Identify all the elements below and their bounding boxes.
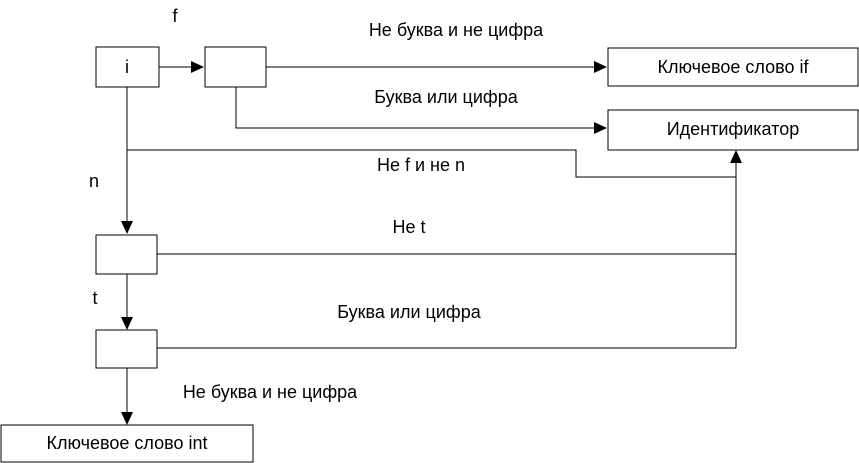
label-not-f-not-n: Не f и не n — [377, 155, 465, 175]
arrowhead-f-state — [191, 61, 204, 73]
arrowhead-identifier-from-below — [730, 150, 742, 163]
arrowhead-n-state — [121, 221, 133, 234]
label-t: t — [92, 288, 97, 308]
arrowhead-keyword-int — [121, 412, 133, 425]
keyword-int-box — [0, 424, 254, 463]
edge-f-state-to-identifier — [235, 87, 595, 129]
label-letter-or-digit-int: Буква или цифра — [337, 302, 481, 322]
keyword-int-label: Ключевое слово int — [47, 433, 208, 453]
label-n: n — [89, 171, 99, 191]
arrowhead-identifier-from-f — [594, 122, 607, 134]
label-f: f — [172, 6, 178, 26]
arrowhead-keyword-if — [594, 61, 607, 73]
state-i-label: i — [125, 57, 129, 77]
state-after-f-box — [204, 46, 267, 88]
label-not-letter-not-digit-if: Не буква и не цифра — [369, 20, 544, 40]
state-after-n-box — [95, 234, 158, 275]
identifier-label: Идентификатор — [667, 119, 800, 139]
arrowhead-t-state — [121, 317, 133, 330]
label-not-letter-not-digit-int: Не буква и не цифра — [183, 382, 358, 402]
label-not-t: Не t — [392, 217, 425, 237]
state-i-box — [95, 46, 160, 88]
keyword-if-box — [607, 47, 859, 87]
state-after-t-box — [95, 329, 158, 369]
label-letter-or-digit-if: Буква или цифра — [374, 87, 518, 107]
identifier-box — [607, 109, 859, 151]
keyword-if-label: Ключевое слово if — [658, 57, 810, 77]
